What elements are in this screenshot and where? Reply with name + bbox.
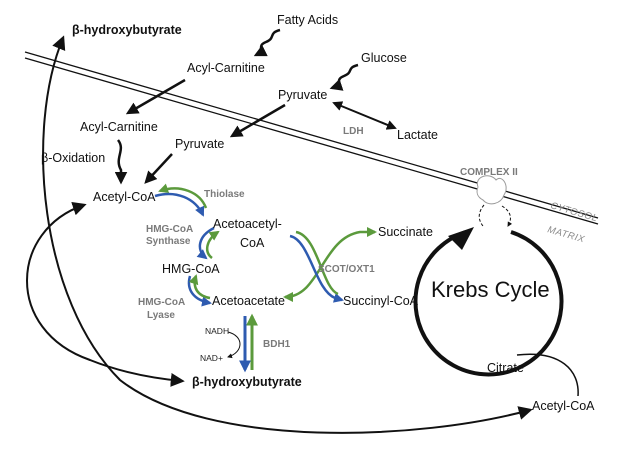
bhb-export-curve — [42, 35, 533, 434]
thiolase-green-arrow — [158, 183, 208, 209]
hmg-coa-lyase-label-line2: Lyase — [147, 310, 175, 321]
nad-label: NAD+ — [200, 353, 223, 363]
complex-ii-arrow — [478, 204, 485, 227]
acetoacetyl-coa-label-line2: CoA — [240, 236, 265, 250]
fatty-acids-squiggle — [253, 28, 281, 57]
pyruvate-to-acetylcoa-arrow — [144, 153, 173, 184]
acetyl-coa-bottom-label: Acetyl-CoA — [532, 399, 595, 413]
pyruvate-cytosol-label: Pyruvate — [278, 88, 327, 102]
citrate-label: Citrate — [487, 361, 524, 375]
beta-oxidation-arrow — [114, 139, 128, 185]
complex-ii-shape — [476, 175, 507, 205]
nadh-label: NADH — [205, 326, 229, 336]
acyl-carnitine-matrix-label: Acyl-Carnitine — [80, 120, 158, 134]
hmg-coa-synthase-label-line1: HMG-CoA — [146, 224, 193, 235]
nadh-nad-arrow — [227, 331, 241, 359]
hmg-coa-synthase-label-line2: Synthase — [146, 236, 191, 247]
cytosol-label: CYTOSOL — [549, 200, 599, 224]
thiolase-blue-arrow — [154, 192, 205, 217]
complex-ii-arrow-right — [501, 205, 513, 227]
glucose-label: Glucose — [361, 51, 407, 65]
hmg-lyase-blue-arrow — [187, 275, 212, 307]
hmg-coa-label: HMG-CoA — [162, 262, 220, 276]
complex-ii-label: COMPLEX II — [460, 167, 518, 178]
thiolase-label: Thiolase — [204, 189, 245, 200]
citrate-line — [516, 353, 579, 397]
acetyl-coa-label: Acetyl-CoA — [93, 190, 156, 204]
bhb-bottom-label: β-hydroxybutyrate — [192, 375, 302, 389]
krebs-cycle-label: Krebs Cycle — [431, 277, 550, 302]
matrix-label: MATRIX — [546, 224, 586, 245]
succinyl-coa-label: Succinyl-CoA — [343, 294, 419, 308]
scot-green-arrow-2 — [295, 230, 339, 296]
acetoacetyl-coa-label-line1: Acetoacetyl- — [213, 217, 282, 231]
pyruvate-matrix-label: Pyruvate — [175, 137, 224, 151]
hmg-synthase-green-arrow — [205, 230, 220, 259]
scot-oxt1-label: SCOT/OXT1 — [318, 264, 375, 275]
beta-oxidation-label: β-Oxidation — [41, 151, 105, 165]
acyl-carnitine-cytosol-label: Acyl-Carnitine — [187, 61, 265, 75]
fatty-acids-label: Fatty Acids — [277, 13, 338, 27]
bhb-top-label: β-hydroxybutyrate — [72, 23, 182, 37]
glucose-squiggle — [329, 63, 359, 91]
succinate-label: Succinate — [378, 225, 433, 239]
hmg-coa-lyase-label-line1: HMG-CoA — [138, 297, 185, 308]
acetoacetate-label: Acetoacetate — [212, 294, 285, 308]
ldh-arrow — [332, 101, 397, 130]
hmg-lyase-green-arrow — [188, 274, 211, 300]
bdh1-label: BDH1 — [263, 339, 291, 350]
lactate-label: Lactate — [397, 128, 438, 142]
ldh-label: LDH — [343, 126, 364, 137]
